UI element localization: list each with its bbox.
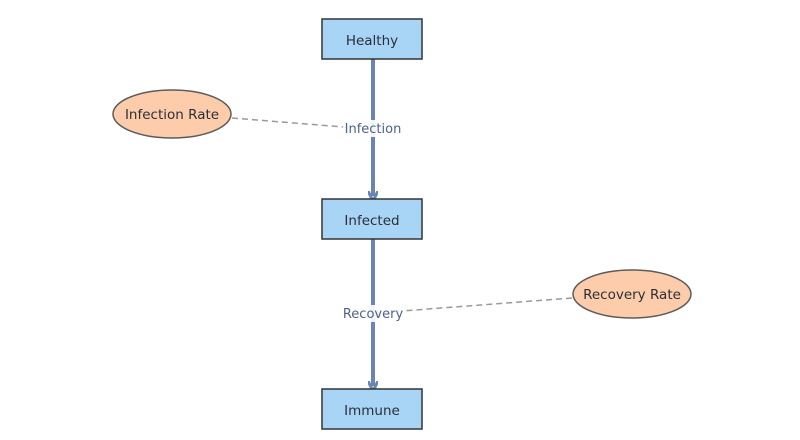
variable-infection-rate-label: Infection Rate — [125, 107, 219, 123]
infection-rate-link — [231, 117, 356, 128]
recovery-flow-label[interactable]: Recovery — [343, 307, 404, 322]
stock-immune[interactable]: Immune — [321, 388, 423, 430]
stock-healthy[interactable]: Healthy — [321, 18, 423, 60]
variable-infection-rate[interactable]: Infection Rate — [112, 89, 232, 139]
infection-flow-label[interactable]: Infection — [345, 122, 402, 137]
variable-recovery-rate[interactable]: Recovery Rate — [572, 269, 692, 319]
stock-immune-label: Immune — [344, 403, 400, 419]
stock-infected-label: Infected — [344, 213, 399, 229]
infection-label-bg — [343, 120, 403, 137]
recovery-rate-link — [376, 297, 573, 313]
variable-recovery-rate-label: Recovery Rate — [583, 287, 681, 303]
recovery-label-bg — [342, 305, 404, 322]
stock-healthy-label: Healthy — [346, 33, 398, 49]
stock-infected[interactable]: Infected — [321, 198, 423, 240]
